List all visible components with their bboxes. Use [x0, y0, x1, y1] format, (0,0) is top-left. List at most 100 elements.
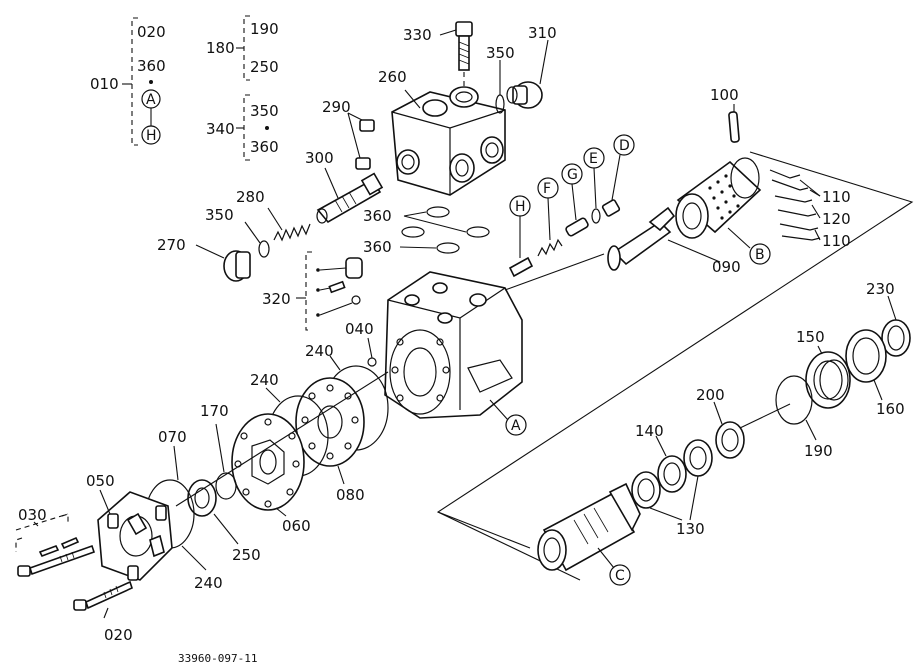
- small-part-F: F: [537, 177, 563, 257]
- end-cap-050: 050: [86, 472, 173, 581]
- ball-040: 040: [345, 320, 377, 367]
- marker-C: C: [615, 568, 625, 584]
- pin-100: 100: [710, 86, 740, 143]
- orings-360: 360 360: [363, 206, 490, 256]
- label-060: 060: [282, 517, 311, 535]
- label-320: 320: [262, 290, 291, 308]
- group-340-item-360: 360: [250, 138, 279, 156]
- group-frame-upper: [436, 151, 914, 581]
- label-240-middle: 240: [250, 371, 279, 389]
- oring-350-left: 350: [205, 206, 270, 258]
- label-110-bottom: 110: [822, 232, 851, 250]
- label-140: 140: [635, 422, 664, 440]
- bushing-C: C: [537, 482, 641, 586]
- plug-270: 270: [157, 236, 251, 282]
- group-010-item-020: 020: [137, 23, 166, 41]
- label-360-upper: 360: [363, 207, 392, 225]
- spool-sleeve: B: [675, 157, 771, 265]
- label-350-left: 350: [205, 206, 234, 224]
- small-part-H: H: [508, 195, 534, 278]
- label-290: 290: [322, 98, 351, 116]
- group-frame-lower: [437, 511, 531, 549]
- seal-150: 150: [796, 328, 851, 409]
- group-180-item-190: 190: [250, 20, 279, 38]
- label-250: 250: [232, 546, 261, 564]
- label-020: 020: [104, 626, 133, 644]
- label-130: 130: [676, 520, 705, 538]
- label-190: 190: [804, 442, 833, 460]
- label-280: 280: [236, 188, 265, 206]
- spool-300: 300: [305, 149, 384, 224]
- group-340-item-350: 350: [250, 102, 279, 120]
- label-330: 330: [403, 26, 432, 44]
- label-300: 300: [305, 149, 334, 167]
- drive-shaft-090: 090: [607, 206, 741, 276]
- spacer-250: 250: [187, 479, 261, 564]
- label-150: 150: [796, 328, 825, 346]
- marker-G: G: [567, 167, 578, 183]
- bolt-group-030: 030: [15, 506, 96, 577]
- spacer-170: 170: [200, 402, 237, 500]
- gasket-240-lower: 240: [181, 545, 223, 592]
- marker-D: D: [619, 138, 630, 154]
- label-160: 160: [876, 400, 905, 418]
- plug-310: 310: [506, 24, 557, 109]
- drawing-number: 33960-097-11: [178, 652, 257, 665]
- ring-200: 200: [696, 386, 745, 459]
- seal-160: 160: [845, 329, 905, 418]
- bolt-020: 020: [73, 580, 133, 644]
- label-110-top: 110: [822, 188, 851, 206]
- label-100: 100: [710, 86, 739, 104]
- small-part-D: D: [601, 134, 635, 217]
- label-360-lower: 360: [363, 238, 392, 256]
- marker-F: F: [543, 181, 551, 197]
- group-340-bracket: 340 350 360: [206, 94, 279, 161]
- oring-350-top: 350: [486, 44, 515, 114]
- valve-body-260: 260: [378, 68, 506, 196]
- group-010-item-360: 360: [137, 57, 166, 75]
- label-350-top: 350: [486, 44, 515, 62]
- group-180-bracket: 180 190 250: [206, 15, 279, 81]
- washers-130-140: 140 130: [631, 422, 713, 538]
- label-080: 080: [336, 486, 365, 504]
- label-340: 340: [206, 120, 235, 138]
- label-200: 200: [696, 386, 725, 404]
- label-050: 050: [86, 472, 115, 490]
- label-030: 030: [18, 506, 47, 524]
- label-240-lower: 240: [194, 574, 223, 592]
- marker-A: A: [511, 418, 521, 434]
- plate-080: 080: [295, 377, 365, 504]
- spring-280: 280: [236, 188, 311, 242]
- marker-E: E: [589, 151, 598, 167]
- marker-H: H: [515, 199, 526, 215]
- main-housing: A: [384, 271, 527, 436]
- label-120: 120: [822, 210, 851, 228]
- gerotor-060: 060: [231, 413, 311, 535]
- axis-line-upper: [504, 253, 605, 291]
- ring-230: 230: [866, 280, 911, 357]
- label-180: 180: [206, 39, 235, 57]
- bolt-330: 330: [403, 21, 473, 110]
- marker-B: B: [755, 247, 765, 263]
- label-170: 170: [200, 402, 229, 420]
- label-310: 310: [528, 24, 557, 42]
- label-070: 070: [158, 428, 187, 446]
- label-090: 090: [712, 258, 741, 276]
- group-010-item-H: H: [146, 128, 157, 144]
- label-010: 010: [90, 75, 119, 93]
- label-240-upper: 240: [305, 342, 334, 360]
- label-230: 230: [866, 280, 895, 298]
- relief-kit-320: 320: [262, 251, 363, 331]
- axis-line-stack: [175, 371, 389, 507]
- oring-190: 190: [775, 375, 833, 460]
- fittings-290: 290: [322, 98, 375, 170]
- small-part-G: G: [561, 163, 589, 237]
- label-040: 040: [345, 320, 374, 338]
- label-260: 260: [378, 68, 407, 86]
- group-010-bracket: 010 020 360 A H: [90, 17, 166, 146]
- group-180-item-250: 250: [250, 58, 279, 76]
- axis-line-seals: [739, 403, 791, 429]
- small-part-E: E: [583, 147, 605, 224]
- label-270: 270: [157, 236, 186, 254]
